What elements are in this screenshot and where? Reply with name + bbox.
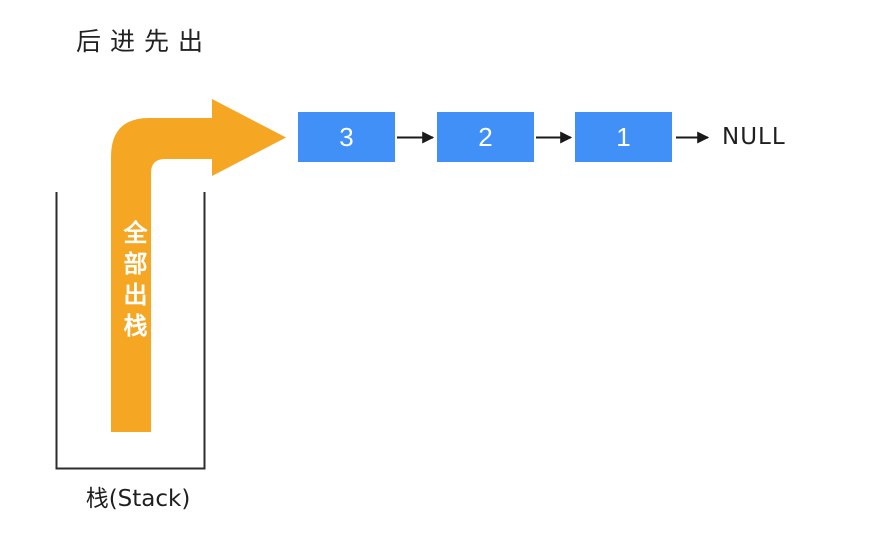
page-title: 后进先出 <box>76 27 213 56</box>
stack-label: 栈(Stack) <box>85 486 191 512</box>
stack-container-outline <box>55 192 206 470</box>
linked-list-node: 2 <box>437 112 534 162</box>
linked-list-node: 1 <box>575 112 672 162</box>
linked-list-node: 3 <box>298 112 395 162</box>
null-terminator-label: NULL <box>722 124 786 150</box>
pop-arrow-shape <box>111 99 286 432</box>
pop-all-vertical-label: 全部出栈 <box>119 220 147 344</box>
